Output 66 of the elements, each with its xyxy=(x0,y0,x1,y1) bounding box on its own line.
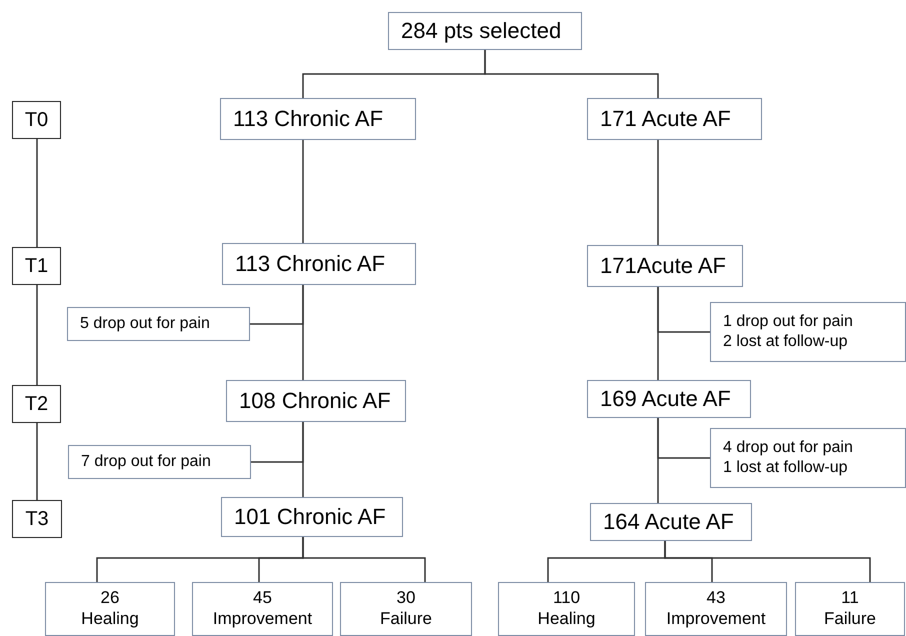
box-text: Improvement xyxy=(666,608,766,630)
box-text: 43 xyxy=(706,587,726,608)
box-text: T1 xyxy=(24,254,48,278)
connector-line xyxy=(664,541,871,582)
box-text: 284 pts selected xyxy=(401,17,562,45)
group-box xyxy=(220,98,416,140)
group-box xyxy=(590,503,752,541)
dropout-box xyxy=(710,302,906,362)
box-text: 1 lost at follow-up xyxy=(723,458,848,478)
connector-line xyxy=(36,285,38,385)
box-text: 11 xyxy=(841,587,859,608)
time-point-box xyxy=(12,500,62,538)
dropout-box xyxy=(68,445,251,479)
box-text: T0 xyxy=(24,108,48,132)
box-text: 171 Acute AF xyxy=(600,105,731,133)
connector-line xyxy=(250,285,304,325)
box-text: 5 drop out for pain xyxy=(80,314,210,334)
box-text: 171Acute AF xyxy=(600,252,726,280)
box-text: 169 Acute AF xyxy=(600,385,731,413)
box-text: 2 lost at follow-up xyxy=(723,332,848,352)
dropout-box xyxy=(67,307,250,341)
outcome-box xyxy=(340,582,472,636)
box-text: 26 xyxy=(100,587,120,608)
time-point-box xyxy=(12,385,61,423)
time-point-box xyxy=(12,101,61,139)
connector-line xyxy=(251,422,304,463)
group-box xyxy=(222,243,416,285)
box-text: Improvement xyxy=(212,608,312,630)
box-text: T3 xyxy=(25,506,49,532)
box-text: 110 xyxy=(552,587,580,608)
outcome-box xyxy=(498,582,635,636)
connector-line xyxy=(302,537,426,582)
connector-line xyxy=(657,140,659,245)
connector-line xyxy=(484,50,659,98)
group-box xyxy=(587,98,762,140)
box-text: 108 Chronic AF xyxy=(239,387,391,415)
box-text: T2 xyxy=(24,392,48,416)
time-point-box xyxy=(12,247,61,285)
connector-line xyxy=(36,139,38,247)
box-text: 45 xyxy=(253,587,272,608)
group-box xyxy=(587,245,743,287)
outcome-box xyxy=(645,582,787,636)
box-text: 164 Acute AF xyxy=(603,508,734,536)
connector-line xyxy=(657,418,710,459)
outcome-box xyxy=(795,582,905,636)
box-text: Failure xyxy=(380,608,432,630)
group-box xyxy=(388,12,582,50)
box-text: 4 drop out for pain xyxy=(723,438,853,458)
connector-line xyxy=(36,423,38,500)
box-text: Healing xyxy=(538,608,596,630)
group-box xyxy=(587,380,751,418)
connector-line xyxy=(302,140,304,243)
box-text: 30 xyxy=(396,587,416,608)
box-text: 1 drop out for pain xyxy=(723,312,853,332)
dropout-box xyxy=(710,428,906,488)
box-text: Failure xyxy=(824,608,876,630)
group-box xyxy=(221,497,403,537)
outcome-box xyxy=(192,582,333,636)
outcome-box xyxy=(45,582,175,636)
box-text: Healing xyxy=(81,608,139,630)
box-text: 7 drop out for pain xyxy=(81,452,211,472)
group-box xyxy=(226,380,406,422)
box-text: 101 Chronic AF xyxy=(234,503,386,531)
box-text: 113 Chronic AF xyxy=(233,105,384,133)
box-text: 113 Chronic AF xyxy=(235,250,386,278)
connector-line xyxy=(657,287,710,333)
